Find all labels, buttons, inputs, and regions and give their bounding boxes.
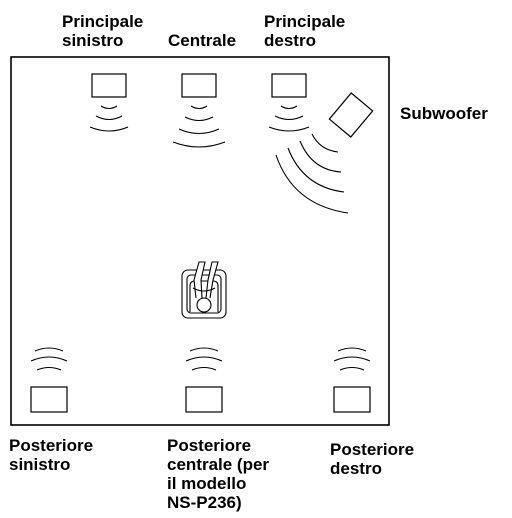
sound-waves-center-icon: [172, 105, 226, 148]
sound-waves-front-left-icon: [89, 105, 129, 132]
room-outline: [10, 56, 390, 426]
speaker-rear-right-icon: [333, 386, 371, 413]
label-subwoofer: Subwoofer: [400, 104, 488, 123]
label-front-left: Principale sinistro: [62, 12, 144, 50]
speaker-center-icon: [181, 73, 217, 98]
sound-waves-rear-left-icon: [30, 347, 68, 371]
speaker-front-left-icon: [91, 73, 127, 98]
sound-waves-subwoofer-icon: [275, 133, 349, 214]
speaker-front-right-icon: [271, 73, 307, 98]
label-rear-left: Posteriore sinistro: [9, 436, 94, 474]
sound-waves-rear-right-icon: [333, 347, 371, 371]
subwoofer-icon: [328, 92, 374, 138]
label-rear-center: Posteriore centrale (per il modello NS-P…: [167, 436, 270, 512]
label-front-right: Principale destro: [264, 12, 346, 50]
speaker-rear-center-icon: [185, 386, 223, 413]
listener-icon: [181, 261, 227, 319]
sound-waves-rear-center-icon: [185, 347, 223, 371]
speaker-rear-left-icon: [30, 386, 68, 413]
label-rear-right: Posteriore destro: [330, 440, 415, 478]
label-center: Centrale: [168, 31, 237, 50]
sound-waves-front-right-icon: [268, 105, 310, 132]
